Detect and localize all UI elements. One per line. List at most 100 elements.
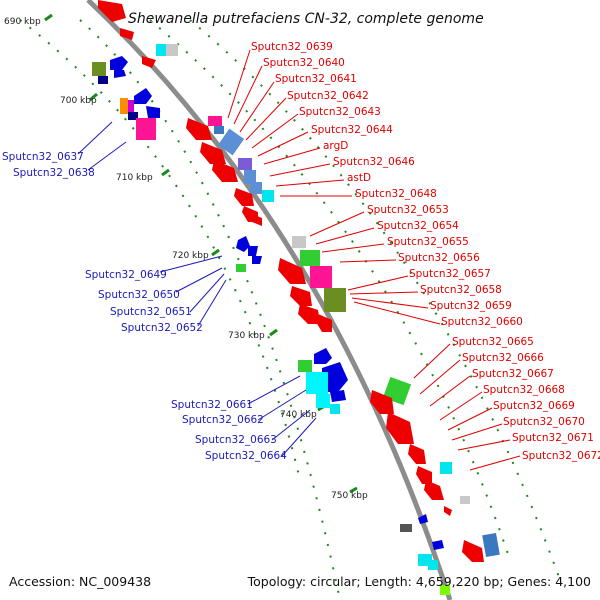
gene-label[interactable]: Sputcn32_0646 xyxy=(333,156,415,168)
gene-label[interactable]: Sputcn32_0651 xyxy=(110,306,192,318)
gene-label[interactable]: Sputcn32_0642 xyxy=(287,90,369,102)
gene-label[interactable]: Sputcn32_0644 xyxy=(311,124,393,136)
gene-label[interactable]: argD xyxy=(323,140,348,152)
gene-feature[interactable] xyxy=(314,348,332,364)
gene-label[interactable]: Sputcn32_0664 xyxy=(205,450,287,462)
genome-backbone xyxy=(86,0,453,600)
gene-label[interactable]: Sputcn32_0666 xyxy=(462,352,544,364)
gene-label[interactable]: Sputcn32_0649 xyxy=(85,269,167,281)
gene-feature[interactable] xyxy=(238,158,252,170)
gene-feature[interactable] xyxy=(424,480,444,500)
gene-label[interactable]: Sputcn32_0663 xyxy=(195,434,277,446)
gene-feature[interactable] xyxy=(482,532,500,558)
gene-feature[interactable] xyxy=(128,112,138,120)
gene-feature[interactable] xyxy=(262,190,274,202)
gene-label[interactable]: Sputcn32_0637 xyxy=(2,151,84,163)
gene-feature[interactable] xyxy=(120,28,134,40)
gene-label[interactable]: Sputcn32_0669 xyxy=(493,400,575,412)
gene-label[interactable]: Sputcn32_0638 xyxy=(13,167,95,179)
leader-line xyxy=(87,141,127,171)
gene-label[interactable]: Sputcn32_0656 xyxy=(398,252,480,264)
map-title: Shewanella putrefaciens CN-32, complete … xyxy=(128,11,484,27)
gene-feature[interactable] xyxy=(244,170,256,184)
gene-feature[interactable] xyxy=(322,362,348,392)
gene-feature[interactable] xyxy=(252,214,262,226)
gene-feature[interactable] xyxy=(110,56,128,70)
gene-feature[interactable] xyxy=(432,540,444,550)
gene-feature[interactable] xyxy=(330,404,340,414)
gene-feature[interactable] xyxy=(136,118,156,140)
gene-label[interactable]: Sputcn32_0653 xyxy=(367,204,449,216)
gene-label[interactable]: Sputcn32_0641 xyxy=(275,73,357,85)
gene-feature[interactable] xyxy=(236,264,246,272)
gene-feature[interactable] xyxy=(306,372,328,394)
gene-feature[interactable] xyxy=(166,44,178,56)
gene-feature[interactable] xyxy=(252,256,262,264)
gene-label[interactable]: Sputcn32_0654 xyxy=(377,220,459,232)
gene-feature[interactable] xyxy=(400,524,412,532)
gene-feature[interactable] xyxy=(234,188,254,206)
gene-feature[interactable] xyxy=(250,182,262,194)
gene-feature[interactable] xyxy=(298,304,320,324)
gene-label[interactable]: Sputcn32_0665 xyxy=(452,336,534,348)
gene-feature[interactable] xyxy=(460,496,470,504)
gene-feature[interactable] xyxy=(236,236,250,252)
gene-feature[interactable] xyxy=(248,246,258,256)
gene-label[interactable]: Sputcn32_0643 xyxy=(299,106,381,118)
gene-label[interactable]: Sputcn32_0668 xyxy=(483,384,565,396)
gene-label[interactable]: Sputcn32_0662 xyxy=(182,414,264,426)
gene-label[interactable]: Sputcn32_0660 xyxy=(441,316,523,328)
gene-feature[interactable] xyxy=(440,585,450,595)
gene-label[interactable]: Sputcn32_0671 xyxy=(512,432,594,444)
gene-feature[interactable] xyxy=(212,160,238,182)
gene-feature[interactable] xyxy=(316,394,330,408)
gene-label[interactable]: Sputcn32_0659 xyxy=(430,300,512,312)
gene-feature[interactable] xyxy=(416,466,432,484)
gene-label[interactable]: Sputcn32_0667 xyxy=(472,368,554,380)
gene-feature[interactable] xyxy=(134,88,152,104)
gene-feature[interactable] xyxy=(98,0,126,22)
gene-feature[interactable] xyxy=(146,106,160,118)
gene-feature[interactable] xyxy=(292,236,306,248)
gene-feature[interactable] xyxy=(330,390,346,402)
gene-feature[interactable] xyxy=(298,360,312,372)
gene-feature[interactable] xyxy=(114,70,126,78)
gene-feature[interactable] xyxy=(142,56,156,68)
gene-feature[interactable] xyxy=(444,506,452,516)
gene-feature[interactable] xyxy=(440,462,452,474)
gene-label[interactable]: Sputcn32_0672 xyxy=(522,450,600,462)
gene-feature[interactable] xyxy=(156,44,166,56)
gene-label[interactable]: Sputcn32_0648 xyxy=(355,188,437,200)
gene-feature[interactable] xyxy=(310,266,332,288)
gene-label[interactable]: Sputcn32_0650 xyxy=(98,289,180,301)
gene-label[interactable]: Sputcn32_0640 xyxy=(263,57,345,69)
gene-feature[interactable] xyxy=(386,412,414,444)
gene-feature[interactable] xyxy=(186,118,212,140)
gene-feature[interactable] xyxy=(128,100,134,114)
gene-feature[interactable] xyxy=(418,514,428,524)
gene-feature[interactable] xyxy=(200,142,226,164)
gene-feature[interactable] xyxy=(316,314,332,332)
gene-feature[interactable] xyxy=(408,444,426,464)
gene-label[interactable]: astD xyxy=(347,172,371,184)
gene-feature[interactable] xyxy=(324,288,346,312)
gene-feature[interactable] xyxy=(214,126,224,134)
gene-label[interactable]: Sputcn32_0639 xyxy=(251,41,333,53)
gene-feature[interactable] xyxy=(92,62,106,76)
gene-label[interactable]: Sputcn32_0655 xyxy=(387,236,469,248)
gene-label[interactable]: Sputcn32_0657 xyxy=(409,268,491,280)
gene-feature[interactable] xyxy=(208,116,222,126)
gene-feature[interactable] xyxy=(370,390,394,414)
gene-feature[interactable] xyxy=(462,540,484,562)
gene-feature[interactable] xyxy=(120,98,128,114)
gene-label[interactable]: Sputcn32_0661 xyxy=(171,399,253,411)
gene-feature[interactable] xyxy=(278,258,306,284)
gene-feature[interactable] xyxy=(98,76,108,84)
gene-label[interactable]: Sputcn32_0658 xyxy=(420,284,502,296)
gene-label[interactable]: Sputcn32_0670 xyxy=(503,416,585,428)
gene-feature[interactable] xyxy=(428,560,438,570)
gene-feature[interactable] xyxy=(300,250,320,266)
gene-feature[interactable] xyxy=(217,128,245,156)
gene-label[interactable]: Sputcn32_0652 xyxy=(121,322,203,334)
gene-feature[interactable] xyxy=(290,286,312,306)
